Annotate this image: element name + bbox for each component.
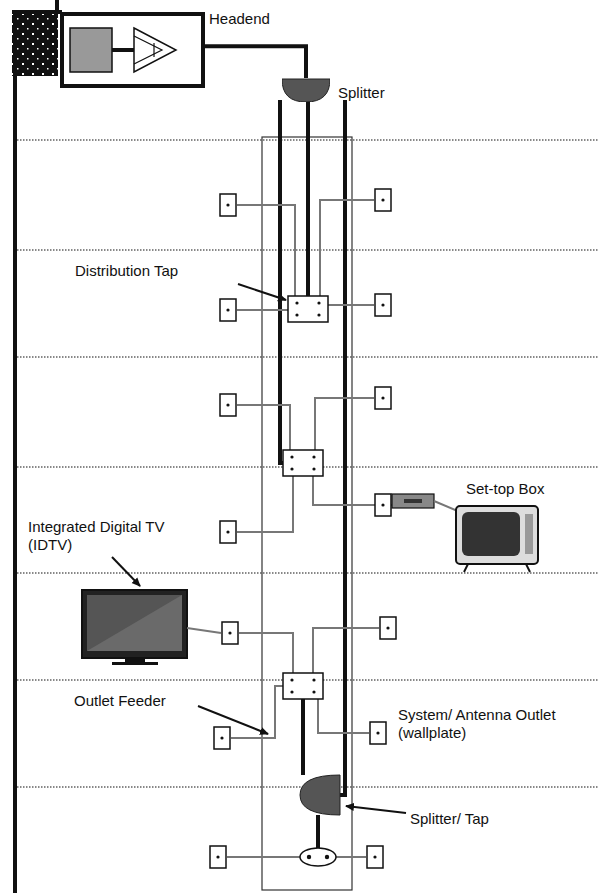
splitter-shape: Splitter: [282, 78, 330, 102]
trunk-cable: [205, 46, 306, 78]
node-label: Splitter: [338, 84, 385, 102]
node-label: Headend: [209, 10, 270, 28]
callout-label: Splitter/ Tap: [410, 810, 550, 828]
splitter-outline: [282, 78, 330, 102]
headend-outline: [64, 16, 201, 84]
callout-label: Integrated Digital TV (IDTV): [28, 518, 178, 554]
headend-box: Headend: [60, 12, 205, 88]
callout-label: Set-top Box: [466, 480, 586, 498]
callout-label: System/ Antenna Outlet (wallplate): [398, 706, 558, 742]
callout-label: Outlet Feeder: [74, 692, 214, 710]
callout-label: Distribution Tap: [75, 262, 245, 280]
